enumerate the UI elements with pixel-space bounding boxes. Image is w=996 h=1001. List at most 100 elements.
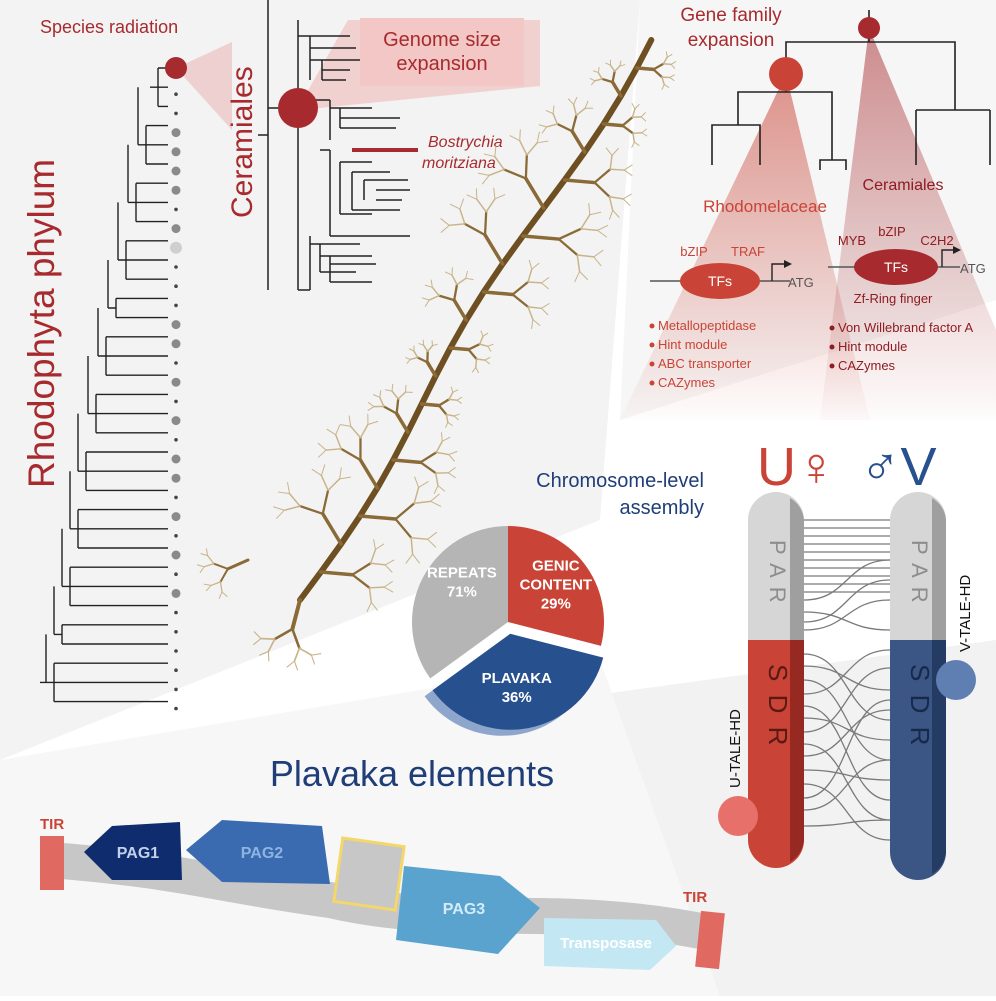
species-name-line2: moritziana xyxy=(422,155,496,172)
tip-dot xyxy=(172,378,181,387)
rhodomelaceae-label: Rhodomelaceae xyxy=(703,197,827,216)
tip-dot xyxy=(174,630,178,634)
transposase: Transposase xyxy=(544,918,676,970)
alga-branch xyxy=(485,212,486,235)
tip-dot xyxy=(174,208,178,212)
tip-dot xyxy=(174,112,178,116)
tip-dot xyxy=(174,649,178,653)
right-atg: ATG xyxy=(960,261,986,276)
alga-branch xyxy=(294,661,297,670)
alga-branch xyxy=(604,124,623,126)
left-tf-label: TFs xyxy=(708,273,732,289)
tip-dot xyxy=(172,224,181,233)
right-tf-myb: MYB xyxy=(838,233,866,248)
right-tf-zf-ring: Zf-Ring finger xyxy=(854,291,933,306)
tip-dot xyxy=(174,284,178,288)
right-domain-bullet xyxy=(830,364,835,369)
assembly-title-line1: Chromosome-level xyxy=(536,470,704,492)
alga-branch xyxy=(610,169,624,170)
tip-dot xyxy=(174,92,178,96)
v-tale-hd-gene xyxy=(936,660,976,700)
phylum-label: Rhodophyta phylum xyxy=(21,159,62,488)
alga-branch xyxy=(294,648,299,661)
alga-branch xyxy=(392,384,393,391)
genome-size-label-line1: Genome size xyxy=(383,29,501,51)
pie-label-plavaka: PLAVAKA xyxy=(482,670,552,687)
pie-label-genic: CONTENT xyxy=(520,576,593,593)
right-domain-bullet xyxy=(830,326,835,331)
tip-dot xyxy=(174,668,178,672)
tip-dot xyxy=(172,551,181,560)
tip-dot xyxy=(174,707,178,711)
left-domain-item: ABC transporter xyxy=(658,356,752,371)
alga-branch xyxy=(299,648,311,655)
tip-dot xyxy=(174,611,178,615)
alga-branch xyxy=(393,460,420,462)
left-domain-item: CAZymes xyxy=(658,375,716,390)
v-sdr-label: S D R xyxy=(905,664,935,748)
right-tf-c2h2: C2H2 xyxy=(920,233,953,248)
tip-dot xyxy=(174,265,178,269)
tip-dot xyxy=(172,167,181,176)
tir-left: TIR xyxy=(40,816,64,890)
linker-highlight-box xyxy=(334,838,404,910)
species-name-line1: Bostrychia xyxy=(428,134,503,151)
pag1-label: PAG1 xyxy=(117,845,159,862)
transposase-label: Transposase xyxy=(560,935,652,952)
ceramiales-node xyxy=(278,88,318,128)
species-radiation-label: Species radiation xyxy=(40,17,178,37)
alga-branch xyxy=(450,348,468,350)
tip-dot xyxy=(174,496,178,500)
species-radiation-node xyxy=(165,57,187,79)
alga-branch xyxy=(422,404,439,405)
alga-branch xyxy=(311,655,314,664)
alga-branch xyxy=(637,68,654,69)
alga-branch xyxy=(633,133,642,134)
alga-branch xyxy=(526,155,527,178)
tip-dot xyxy=(172,147,181,156)
pie-label-repeats: REPEATS xyxy=(427,564,497,581)
pie-label-plavaka: 36% xyxy=(502,689,532,706)
genome-size-label-line2: expansion xyxy=(396,53,487,75)
alga-branch xyxy=(520,130,521,141)
pag3-label: PAG3 xyxy=(443,901,485,918)
left-domain-item: Hint module xyxy=(658,337,727,352)
v-tale-hd-label: V-TALE-HD xyxy=(957,575,974,652)
v-par-label: P A R xyxy=(907,540,932,605)
left-domain-bullet xyxy=(650,343,655,348)
right-tf-bzip: bZIP xyxy=(878,224,905,239)
alga-branch xyxy=(311,654,320,655)
tir-right-label: TIR xyxy=(683,889,707,906)
tip-dot xyxy=(174,304,178,308)
tir-left-label: TIR xyxy=(40,816,64,833)
left-tf-traf: TRAF xyxy=(731,244,765,259)
right-domain-item: CAZymes xyxy=(838,358,896,373)
gene-family-title-line1: Gene family xyxy=(680,5,782,26)
pie-label-repeats: 71% xyxy=(447,583,477,600)
alga-branch xyxy=(476,359,477,367)
u-tale-hd-label: U-TALE-HD xyxy=(727,709,744,788)
tip-dot xyxy=(172,474,181,483)
tip-dot xyxy=(172,339,181,348)
alga-branch xyxy=(405,385,406,392)
left-domain-item: Metallopeptidase xyxy=(658,318,756,333)
assembly-title-line2: assembly xyxy=(620,497,704,519)
tip-dot xyxy=(172,128,181,137)
alga-branch xyxy=(369,587,384,588)
tip-dot xyxy=(172,320,181,329)
tip-dot xyxy=(170,242,182,254)
sdr-link xyxy=(804,600,890,630)
alga-branch xyxy=(261,639,275,640)
tip-dot xyxy=(174,572,178,576)
left-domain-bullet xyxy=(650,381,655,386)
gene-family-title-line2: expansion xyxy=(688,30,775,51)
tip-dot xyxy=(172,186,181,195)
gene-family-node-ceramiales xyxy=(858,17,880,39)
left-domain-bullet xyxy=(650,324,655,329)
pag2-label: PAG2 xyxy=(241,845,283,862)
tip-dot xyxy=(174,361,178,365)
tip-dot xyxy=(174,534,178,538)
tip-dot xyxy=(174,438,178,442)
pie-label-genic: GENIC xyxy=(532,557,580,574)
